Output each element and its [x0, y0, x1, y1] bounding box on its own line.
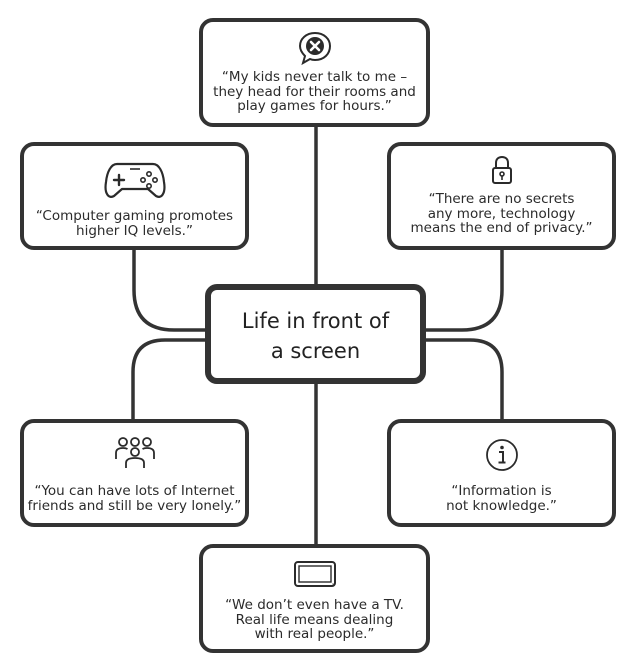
quote-line: play games for hours.”: [237, 98, 392, 114]
connector-top-right: [426, 249, 504, 332]
node-top-right-quote: “There are no secrets any more, technolo…: [391, 192, 612, 236]
quote-line: they head for their rooms and: [213, 83, 416, 100]
quote-line: “You can have lots of Internet: [34, 483, 235, 499]
quote-line: “There are no secrets: [428, 191, 575, 207]
chat-x-icon: [298, 31, 331, 66]
node-bottom-right: “Information is not knowledge.”: [387, 419, 616, 527]
central-topic-line: a screen: [270, 339, 361, 363]
quote-line: Real life means dealing: [235, 611, 394, 628]
node-bottom-left: “You can have lots of Internet friends a…: [20, 419, 249, 527]
padlock-icon: [491, 155, 512, 184]
connector-bottom-right: [426, 338, 504, 420]
quote-line: “Information is: [451, 483, 552, 499]
central-topic: Life in front of a screen: [205, 284, 426, 384]
node-top-right: “There are no secrets any more, technolo…: [387, 142, 616, 250]
quote-line: friends and still be very lonely.”: [27, 497, 242, 514]
node-top-left: “Computer gaming promotes higher IQ leve…: [20, 142, 249, 250]
quote-line: any more, technology: [427, 205, 576, 222]
node-bottom-left-quote: “You can have lots of Internet friends a…: [24, 484, 245, 513]
tv-screen-icon: [293, 561, 336, 587]
node-bottom: “We don’t even have a TV. Real life mean…: [199, 544, 430, 653]
quote-line: “We don’t even have a TV.: [225, 597, 404, 613]
node-top-left-quote: “Computer gaming promotes higher IQ leve…: [24, 209, 245, 238]
node-top: “My kids never talk to me – they head fo…: [199, 18, 430, 127]
connector-bottom-left: [131, 338, 205, 420]
people-icon: [114, 437, 155, 468]
node-bottom-quote: “We don’t even have a TV. Real life mean…: [203, 598, 426, 642]
quote-line: higher IQ levels.”: [76, 222, 193, 239]
quote-line: with real people.”: [254, 626, 375, 642]
gamepad-icon: [103, 162, 166, 198]
quote-line: “Computer gaming promotes: [35, 208, 234, 224]
info-icon: [485, 439, 518, 471]
quote-line: means the end of privacy.”: [410, 220, 593, 236]
central-topic-line: Life in front of: [241, 309, 390, 333]
quote-line: “My kids never talk to me –: [221, 69, 408, 85]
quote-line: not knowledge.”: [446, 497, 557, 514]
node-bottom-right-quote: “Information is not knowledge.”: [391, 484, 612, 513]
connector-top-left: [132, 249, 205, 332]
node-top-quote: “My kids never talk to me – they head fo…: [203, 70, 426, 114]
